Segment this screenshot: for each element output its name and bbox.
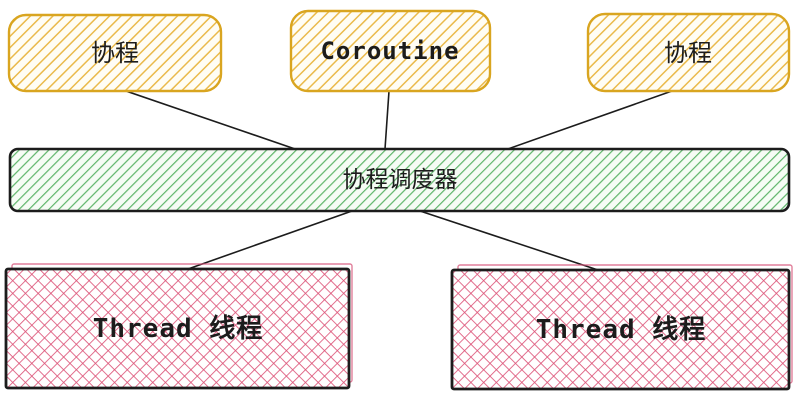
- coroutine-left-label: 协程: [91, 39, 139, 67]
- edge-scheduler-to-thread-left: [187, 210, 353, 270]
- edge-coroutine-left-to-scheduler: [125, 90, 299, 151]
- scheduler-label: 协程调度器: [343, 167, 458, 193]
- edge-coroutine-center-to-scheduler: [384, 90, 390, 150]
- coroutine-center-box: [289, 9, 492, 93]
- coroutine-right-box: [586, 12, 791, 93]
- edges: [125, 90, 673, 271]
- node-coroutine-left: 协程: [7, 13, 223, 93]
- node-scheduler: 协程调度器: [8, 147, 791, 213]
- node-thread-right: Thread 线程: [450, 264, 793, 391]
- thread-right-box: [450, 268, 791, 391]
- node-coroutine-center: Coroutine: [289, 9, 492, 93]
- coroutine-right-label: 协程: [664, 39, 712, 67]
- thread-left-label: Thread 线程: [93, 314, 264, 344]
- edge-coroutine-right-to-scheduler: [504, 90, 673, 151]
- coroutine-center-label: Coroutine: [320, 37, 459, 65]
- coroutine-left-box: [7, 13, 223, 93]
- thread-right-label: Thread 线程: [536, 315, 707, 345]
- thread-left-box: [4, 267, 351, 390]
- node-thread-left: Thread 线程: [4, 263, 353, 390]
- node-coroutine-right: 协程: [586, 12, 791, 93]
- edge-scheduler-to-thread-right: [419, 210, 599, 271]
- scheduler-box: [8, 147, 791, 213]
